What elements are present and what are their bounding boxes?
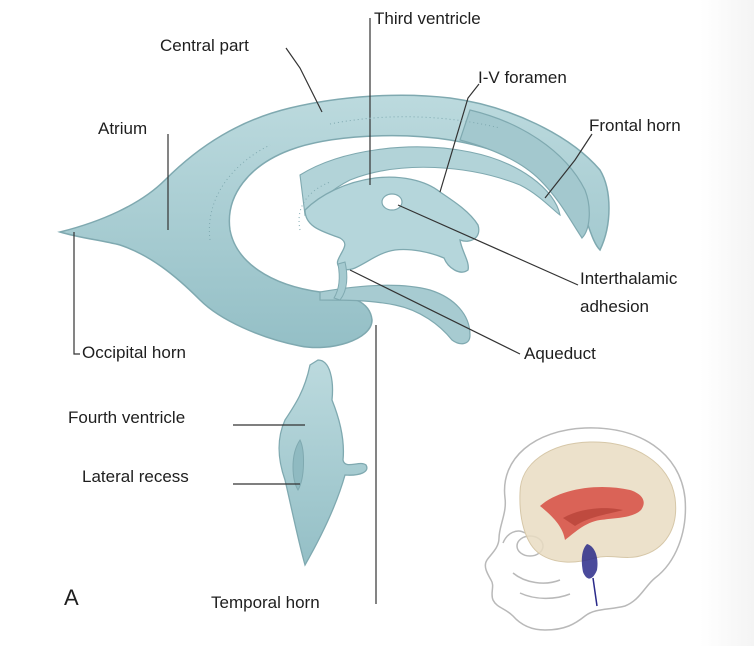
lateral-ventricle-body — [57, 94, 610, 349]
background-fade — [700, 0, 754, 646]
lateral-recess-shape — [292, 439, 304, 491]
frontal-horn-inner — [459, 109, 590, 239]
contralateral-ventricle — [299, 146, 561, 217]
aqueduct-shape — [333, 261, 348, 301]
label-lateral-recess: Lateral recess — [82, 467, 189, 486]
panel-letter: A — [64, 585, 79, 610]
temporal-horn-shape — [319, 284, 471, 345]
label-interthalamic-line2: adhesion — [580, 297, 650, 316]
label-aqueduct: Aqueduct — [524, 344, 596, 363]
label-fourth-ventricle: Fourth ventricle — [68, 408, 186, 427]
label-central-part: Central part — [160, 36, 249, 55]
third-ventricle-shape — [304, 176, 480, 273]
label-temporal-horn: Temporal horn — [211, 593, 320, 612]
label-frontal-horn: Frontal horn — [589, 116, 681, 135]
inset-skull-image — [395, 368, 700, 646]
label-occipital-horn: Occipital horn — [82, 343, 186, 362]
label-interthalamic-line1: Interthalamic — [580, 269, 678, 288]
label-atrium: Atrium — [98, 119, 148, 138]
label-iv-foramen: I-V foramen — [478, 68, 567, 87]
interthalamic-adhesion-hole — [381, 193, 403, 211]
leader-lines — [73, 18, 593, 604]
fourth-ventricle-shape — [278, 359, 368, 567]
surface-texture — [208, 116, 501, 241]
label-third-ventricle: Third ventricle — [374, 9, 481, 28]
inset-fourth-ventricle — [581, 544, 598, 579]
